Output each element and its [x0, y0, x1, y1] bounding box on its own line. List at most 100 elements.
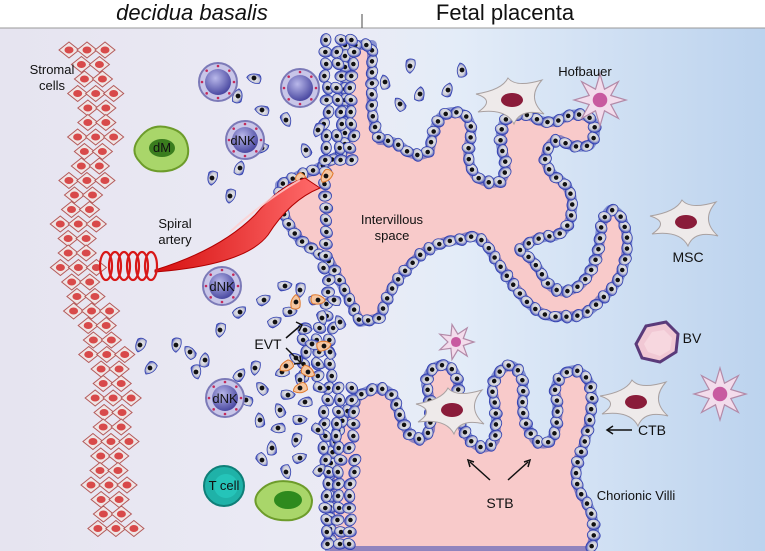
- dnk-nucleus: [205, 69, 231, 95]
- stromal-nucleus: [79, 148, 89, 155]
- trophoblast-cell: [368, 120, 382, 134]
- stromal-nucleus: [95, 467, 105, 474]
- dnk-granule: [243, 154, 247, 158]
- dm-macrophage-bottom: [254, 480, 314, 522]
- stromal-nucleus: [101, 322, 111, 329]
- trophoblast-cell: [320, 513, 334, 527]
- dnk-granule: [205, 92, 208, 95]
- trophoblast-cell: [580, 425, 595, 437]
- stromal-nucleus: [96, 496, 106, 503]
- stromal-nucleus: [91, 264, 101, 271]
- dnk-granule: [310, 75, 313, 78]
- trophoblast-cell: [560, 309, 573, 324]
- trophoblast-cell: [342, 441, 356, 455]
- dnk-granule: [232, 127, 235, 130]
- dm-macrophage: [133, 125, 190, 173]
- evt-cell: [190, 364, 202, 380]
- dnk-granule: [204, 284, 208, 288]
- evt-cell: [312, 381, 328, 393]
- trophoblast-cell: [612, 273, 624, 287]
- trophoblast-cell: [450, 372, 464, 385]
- trophoblast-cell: [348, 465, 361, 479]
- dnk-granule: [216, 64, 220, 68]
- stromal-nucleus: [100, 177, 110, 184]
- trophoblast-cell: [386, 281, 398, 296]
- trophoblast-cell: [319, 225, 333, 239]
- stromal-nucleus: [73, 90, 83, 97]
- trophoblast-cell: [420, 146, 435, 158]
- trophoblast-cell: [333, 454, 348, 466]
- trophoblast-cell: [511, 363, 524, 377]
- trophoblast-cell: [589, 299, 603, 311]
- trophoblast-cell: [621, 241, 633, 256]
- dnk-granule: [298, 102, 302, 106]
- stromal-nucleus: [84, 351, 94, 358]
- dnk-granule: [255, 150, 258, 153]
- dnk-granule: [298, 70, 302, 74]
- stromal-nucleus: [69, 307, 79, 315]
- dnk-granule: [236, 284, 240, 288]
- stromal-nucleus: [72, 293, 82, 300]
- trophoblast-cell: [519, 418, 533, 430]
- trophoblast-cell: [538, 153, 552, 165]
- dnk-granule: [232, 150, 235, 153]
- trophoblast-cell: [330, 129, 343, 143]
- trophoblast-cell: [319, 213, 332, 227]
- evt-cell: [254, 105, 270, 116]
- dnk-granule: [287, 75, 290, 78]
- dnk-granule: [220, 268, 224, 272]
- label-stromal-line1: Stromal: [30, 62, 75, 77]
- evt-cell-orange: [300, 364, 316, 378]
- evt-cell: [199, 352, 210, 368]
- stromal-nucleus: [96, 365, 106, 373]
- stromal-nucleus: [91, 133, 101, 141]
- dnk-nucleus: [287, 75, 313, 101]
- trophoblast-cell: [344, 105, 357, 119]
- evt-cell: [300, 143, 313, 158]
- stromal-nucleus: [98, 510, 108, 518]
- trophoblast-cell: [371, 131, 386, 143]
- trophoblast-cell: [392, 272, 405, 286]
- trophoblast-cell: [318, 154, 333, 166]
- stromal-nucleus: [109, 90, 119, 97]
- trophoblast-cell: [500, 269, 514, 283]
- evt-cell: [394, 97, 407, 113]
- trophoblast-cell: [551, 404, 564, 419]
- header-fetal-placenta: Fetal placenta: [436, 0, 575, 25]
- trophoblast-cell: [614, 210, 627, 223]
- dnk-granule: [228, 92, 231, 95]
- stromal-nucleus: [84, 206, 94, 213]
- trophoblast-cell: [435, 359, 449, 372]
- label-intervillous-line2: space: [375, 228, 410, 243]
- trophoblast-cell: [483, 175, 495, 190]
- stromal-nucleus: [64, 177, 74, 184]
- evt-cell-orange: [290, 294, 301, 310]
- msc-nucleus: [625, 395, 647, 409]
- stromal-nucleus: [63, 235, 73, 242]
- trophoblast-cell: [365, 87, 378, 101]
- trophoblast-cell: [561, 284, 574, 298]
- trophoblast-cell: [586, 518, 601, 530]
- dnk-granule: [282, 86, 286, 90]
- trophoblast-cell: [322, 477, 334, 491]
- evt-cell: [280, 464, 292, 480]
- stromal-nucleus: [69, 191, 79, 199]
- trophoblast-cell: [571, 309, 584, 323]
- trophoblast-cell: [618, 253, 632, 266]
- trophoblast-cell: [584, 381, 598, 394]
- trophoblast-cell: [535, 267, 548, 281]
- trophoblast-cell: [348, 453, 362, 467]
- trophoblast-cell: [320, 538, 335, 550]
- stromal-nucleus: [97, 75, 107, 83]
- dnk-granule: [310, 98, 313, 101]
- trophoblast-cell: [376, 382, 388, 396]
- trophoblast-cell: [540, 277, 555, 290]
- evt-cell: [379, 74, 391, 90]
- trophoblast-cell: [498, 166, 512, 179]
- trophoblast-cell: [347, 46, 361, 58]
- dnk-granule: [287, 98, 290, 101]
- trophoblast-cell: [520, 295, 534, 309]
- label-dnk-top: dNK: [230, 133, 256, 148]
- label-spiral-line1: Spiral: [158, 216, 191, 231]
- trophoblast-cell: [330, 417, 343, 431]
